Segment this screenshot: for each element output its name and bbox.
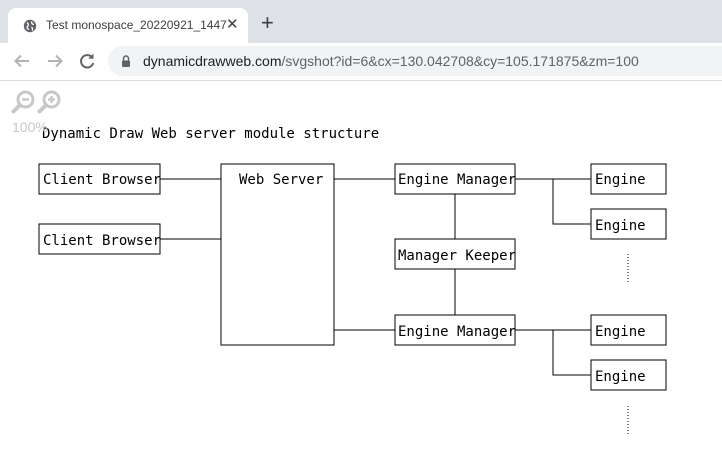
engine-label-1b: Engine — [595, 218, 646, 234]
url-path: /svgshot?id=6&cx=130.042708&cy=105.17187… — [281, 53, 639, 69]
connector-manager1-engines — [515, 178, 591, 225]
web-server-label: Web Server — [239, 172, 323, 188]
browser-tab[interactable]: Test monospace_20220921_1447 ✕ — [8, 8, 248, 43]
connector-manager2-engines — [515, 329, 591, 376]
engine-manager-label-2: Engine Manager — [398, 324, 516, 340]
tab-title: Test monospace_20220921_1447 — [46, 18, 227, 32]
engine-manager-label-1: Engine Manager — [398, 172, 516, 188]
new-tab-button[interactable]: + — [261, 10, 274, 35]
manager-keeper-label: Manager Keeper — [398, 248, 516, 264]
diagram-title: Dynamic Draw Web server module structure — [42, 126, 379, 142]
engine-box-2b: Engine — [590, 359, 667, 391]
client-browser-box-2: Client Browser — [38, 223, 161, 255]
address-bar[interactable]: dynamicdrawweb.com/svgshot?id=6&cx=130.0… — [108, 46, 722, 76]
engine-manager-box-2: Engine Manager — [394, 314, 516, 346]
back-arrow-icon[interactable] — [12, 51, 32, 71]
engine-label-1a: Engine — [595, 172, 646, 188]
zoom-level-text: 100% — [12, 119, 48, 135]
url-text[interactable]: dynamicdrawweb.com/svgshot?id=6&cx=130.0… — [143, 53, 639, 69]
engine-box-2a: Engine — [590, 314, 667, 346]
reload-icon[interactable] — [77, 51, 97, 71]
module-structure-diagram: Dynamic Draw Web server module structure… — [38, 126, 667, 435]
page-viewport: Dynamic Draw Web server module structure… — [0, 81, 722, 459]
engine-label-2a: Engine — [595, 324, 646, 340]
globe-icon — [23, 19, 37, 33]
zoom-in-icon[interactable] — [37, 89, 63, 115]
engine-manager-box-1: Engine Manager — [394, 163, 516, 195]
lock-icon — [122, 55, 130, 67]
engine-box-1b: Engine — [590, 208, 667, 240]
web-server-box: Web Server — [220, 163, 335, 346]
engine-box-1a: Engine — [590, 163, 667, 195]
forward-arrow-icon[interactable] — [45, 51, 65, 71]
zoom-out-icon[interactable] — [11, 89, 37, 115]
client-browser-box-1: Client Browser — [38, 163, 161, 195]
manager-keeper-box: Manager Keeper — [394, 238, 516, 270]
client-browser-label-1: Client Browser — [43, 172, 161, 188]
close-tab-icon[interactable]: ✕ — [226, 16, 239, 33]
engine-label-2b: Engine — [595, 369, 646, 385]
tab-strip: Test monospace_20220921_1447 ✕ + — [0, 0, 722, 43]
client-browser-label-2: Client Browser — [43, 233, 161, 249]
browser-toolbar: dynamicdrawweb.com/svgshot?id=6&cx=130.0… — [0, 43, 722, 81]
url-host: dynamicdrawweb.com — [143, 53, 282, 69]
